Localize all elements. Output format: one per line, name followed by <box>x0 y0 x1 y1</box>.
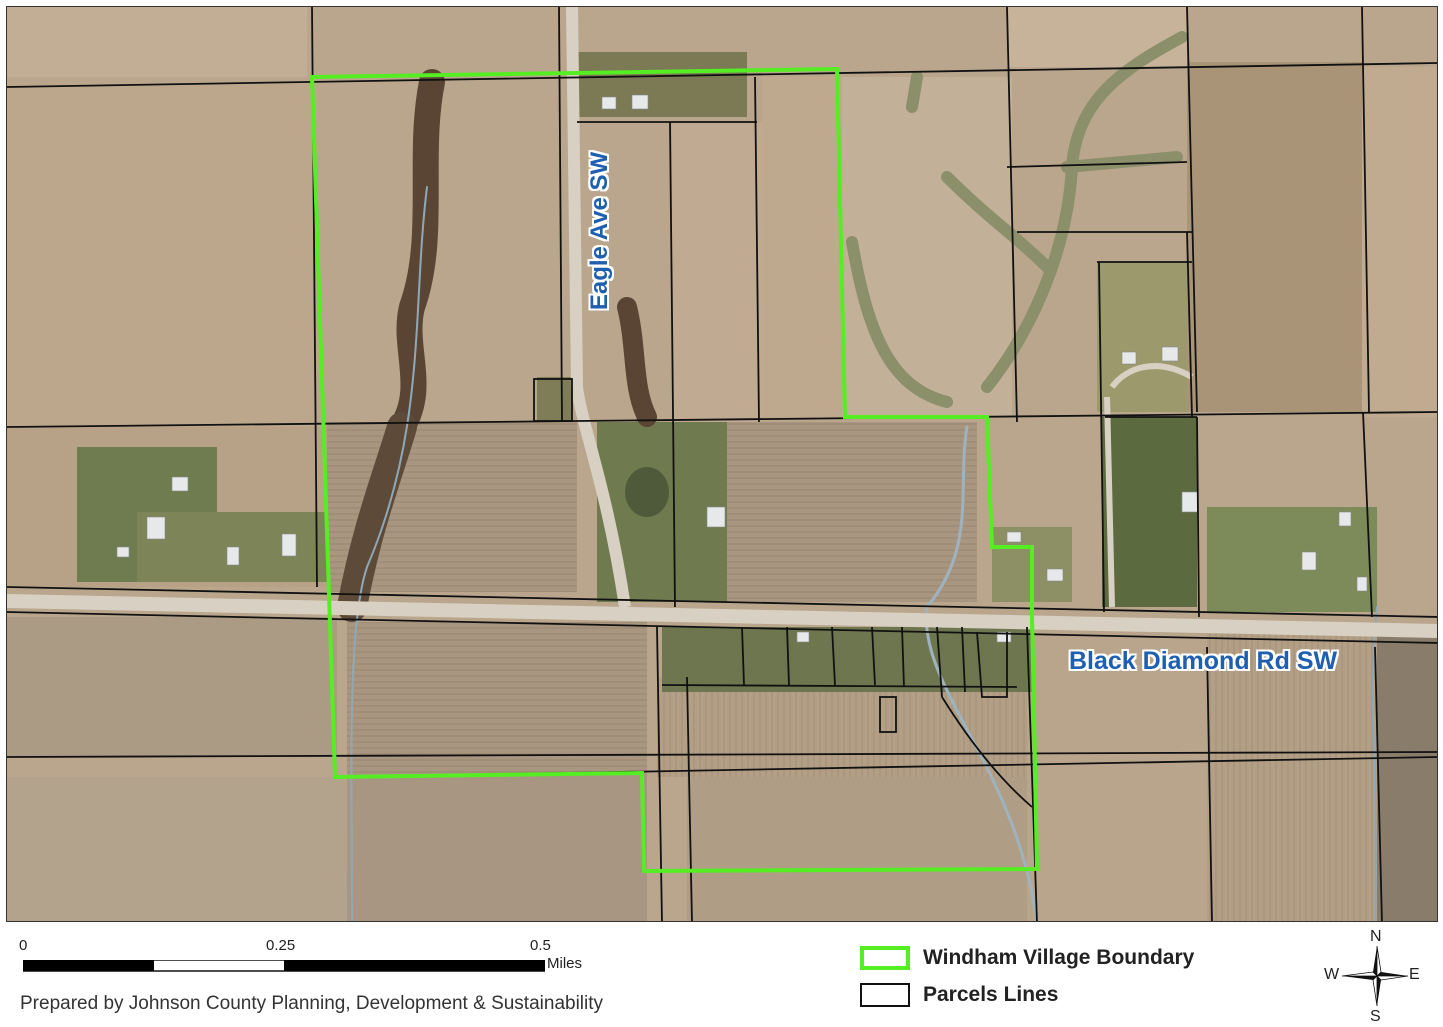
scale-units: Miles <box>547 955 583 972</box>
credit-text: Prepared by Johnson County Planning, Dev… <box>20 993 604 1014</box>
roads <box>7 7 1437 638</box>
scale-tick-025: 0.25 <box>266 937 296 954</box>
legend-swatch-boundary <box>860 946 910 970</box>
aerial-map[interactable]: Eagle Ave SW Black Diamond Rd SW <box>6 6 1438 922</box>
map-canvas <box>7 7 1437 921</box>
village-boundary[interactable] <box>309 66 1040 874</box>
buildings <box>116 94 1368 643</box>
legend-label-parcels: Parcels Lines <box>923 983 1059 1006</box>
scale-tick-0: 0 <box>19 937 28 954</box>
compass-s: S <box>1370 1008 1381 1025</box>
scale-tick-05: 0.5 <box>530 937 551 954</box>
legend-item-parcels: Parcels Lines <box>860 983 1058 1007</box>
compass-star-icon <box>1341 945 1409 1007</box>
road-label-black-diamond-rd: Black Diamond Rd SW <box>1069 647 1338 675</box>
legend-item-boundary: Windham Village Boundary <box>860 946 1194 970</box>
legend-label-boundary: Windham Village Boundary <box>923 946 1195 969</box>
compass-e: E <box>1409 966 1420 983</box>
road-label-eagle-ave: Eagle Ave SW <box>586 151 613 311</box>
scale-bar <box>23 960 545 972</box>
compass-w: W <box>1324 966 1340 983</box>
compass-n: N <box>1370 928 1382 945</box>
tree-lines <box>337 69 1378 921</box>
farmsteads <box>77 52 1377 692</box>
north-arrow: N W E S <box>1320 928 1420 1025</box>
legend-swatch-parcels <box>860 983 910 1007</box>
